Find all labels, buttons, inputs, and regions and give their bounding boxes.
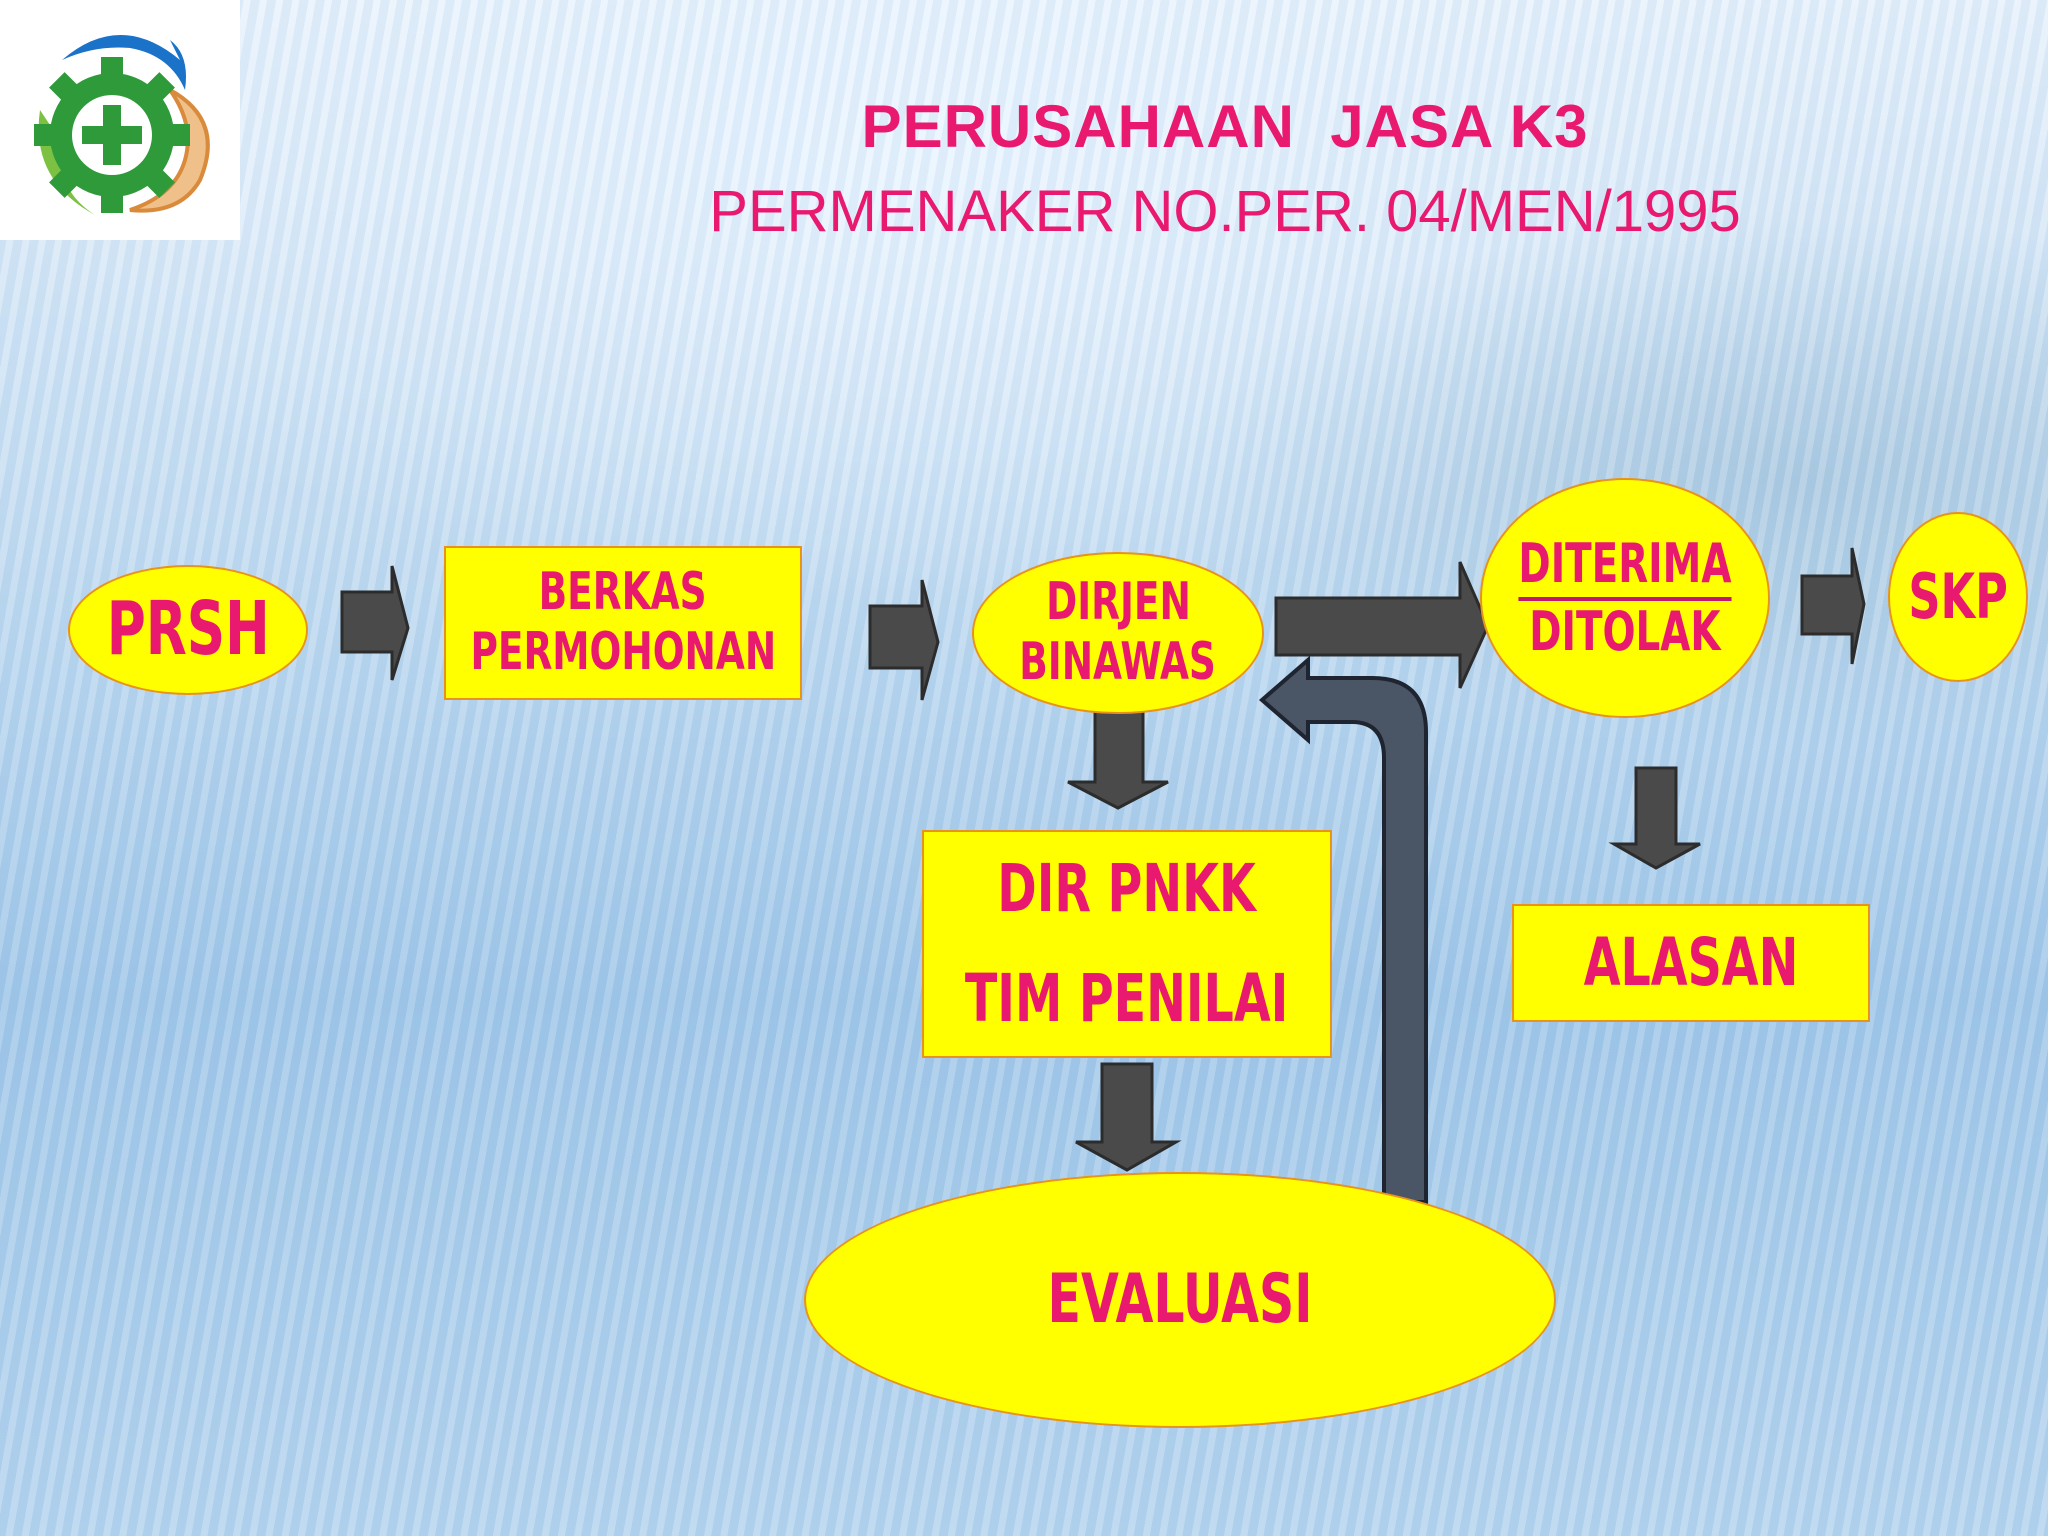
node-berkas-permohonan: BERKAS PERMOHONAN [444,546,802,700]
node-skp: SKP [1888,512,2028,682]
page-subtitle: PERMENAKER NO.PER. 04/MEN/1995 [709,179,1741,244]
node-alasan-label: ALASAN [1583,924,1799,1002]
page-title: PERUSAHAAN JASA K3 [861,93,1589,160]
arrow-dirjen-to-diterima [1274,561,1490,689]
arrow-diterima-to-skp [1800,547,1866,665]
arrow-dirpnkk-to-evaluasi [1075,1062,1182,1172]
arrow-evaluasi-return-to-dirjen [1258,655,1428,1204]
node-evaluasi-label: EVALUASI [1047,1259,1313,1339]
node-tim-penilai-label: TIM PENILAI [965,960,1289,1037]
node-alasan: ALASAN [1512,904,1870,1022]
arrow-berkas-to-dirjen [868,579,940,701]
node-ditolak-label: DITOLAK [1529,600,1721,663]
k3-gear-cross-logo-icon [34,35,210,215]
node-prsh-label: PRSH [106,586,270,673]
node-diterima-ditolak: DITERIMA DITOLAK [1480,478,1770,718]
node-prsh: PRSH [68,565,308,695]
node-dirjen-label-2: BINAWAS [1019,632,1217,692]
node-dir-pnkk-label: DIR PNKK [997,850,1257,928]
node-berkas-label-2: PERMOHONAN [470,622,776,682]
node-dirjen-binawas: DIRJEN BINAWAS [972,552,1264,714]
k3-logo [0,0,240,240]
node-skp-label: SKP [1908,560,2008,634]
node-dir-pnkk-tim-penilai: DIR PNKK TIM PENILAI [922,830,1332,1058]
arrow-prsh-to-berkas [340,565,410,681]
node-dirjen-label-1: DIRJEN [1045,572,1191,633]
node-diterima-label: DITERIMA [1518,532,1732,601]
arrow-dirjen-to-dirpnkk [1067,705,1169,810]
node-evaluasi: EVALUASI [804,1172,1556,1428]
node-berkas-label-1: BERKAS [539,562,707,623]
arrow-diterima-to-alasan [1608,766,1701,870]
